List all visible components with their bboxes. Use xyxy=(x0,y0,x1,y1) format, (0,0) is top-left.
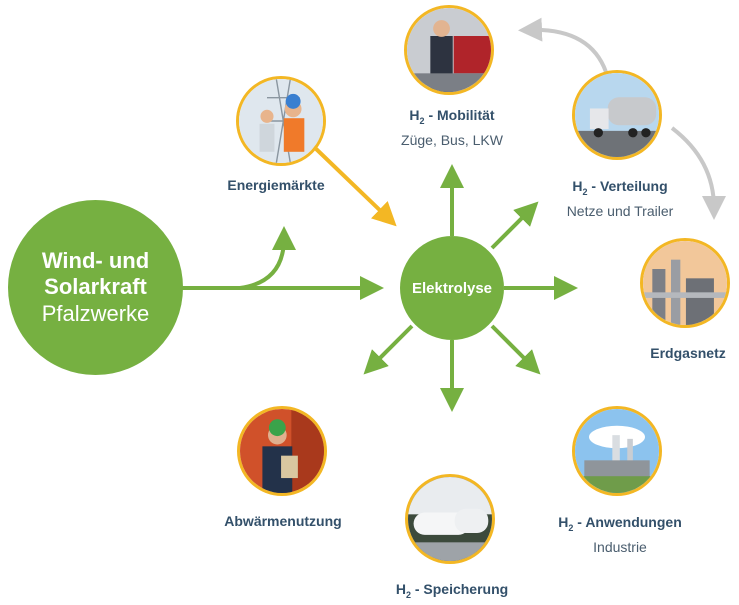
arrow-source-to-energiemaerkte xyxy=(239,226,296,290)
arrow-verteilung-to-mobilitaet xyxy=(518,17,608,73)
elektrolyse-circle: Elektrolyse xyxy=(400,236,504,340)
arrow-energiemaerkte-to-elektrolyse xyxy=(310,143,397,227)
source-line-1: Wind- und xyxy=(41,247,150,273)
label-erdgasnetz: Erdgasnetz xyxy=(650,345,726,361)
wind-solar-source-circle: Wind- und Solarkraft Pfalzwerke xyxy=(8,200,183,375)
industry-plant-photo-icon xyxy=(572,406,662,496)
source-line-3: Pfalzwerke xyxy=(41,300,150,326)
source-line-2: Solarkraft xyxy=(44,273,147,299)
tanker-truck-photo-icon xyxy=(572,70,662,160)
arrow-verteilung-to-erdgasnetz xyxy=(670,126,726,220)
worker-clipboard-photo-icon xyxy=(237,406,327,496)
ev-charging-photo-icon xyxy=(404,5,494,95)
verteilung-subtitle: Netze und Trailer xyxy=(566,202,674,219)
mobilitaet-subtitle: Züge, Bus, LKW xyxy=(401,131,503,148)
gas-plant-photo-icon xyxy=(640,238,730,328)
elektrolyse-label: Elektrolyse xyxy=(411,279,493,297)
arrow-to-verteilung xyxy=(490,201,539,250)
anwendungen-subtitle: Industrie xyxy=(593,538,647,555)
label-energiemaerkte: Energiemärkte xyxy=(227,177,325,193)
arrow-to-abwaerme xyxy=(363,324,414,375)
arrow-to-anwendungen xyxy=(490,324,541,375)
label-anwendungen: H2 - Anwendungen Industrie xyxy=(558,514,682,555)
electrician-photo-icon xyxy=(236,76,326,166)
label-speicherung: H2 - Speicherung xyxy=(395,581,509,600)
label-mobilitaet: H2 - Mobilität Züge, Bus, LKW xyxy=(401,107,503,148)
label-verteilung: H2 - Verteilung Netze und Trailer xyxy=(566,178,674,219)
h2-tanks-photo-icon xyxy=(405,474,495,564)
label-abwaermenutzung: Abwärmenutzung xyxy=(224,513,342,529)
